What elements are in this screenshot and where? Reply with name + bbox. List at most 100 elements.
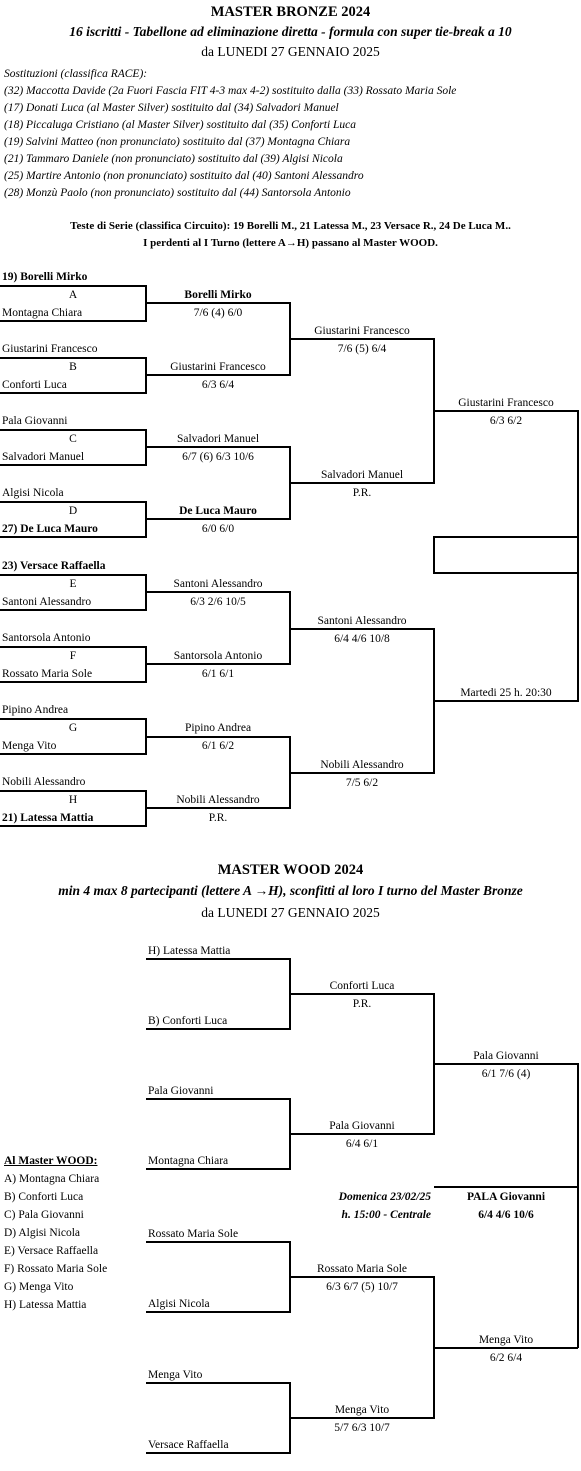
wood-qf-winner: Pala Giovanni bbox=[329, 1120, 395, 1132]
r2-winner: Pipino Andrea bbox=[184, 722, 252, 734]
r1-player: Rossato Maria Sole bbox=[2, 668, 93, 680]
qf-score: 7/6 (5) 6/4 bbox=[337, 343, 387, 355]
substitution-line: (19) Salvini Matteo (non pronunciato) so… bbox=[4, 136, 351, 148]
r1-match-letter: C bbox=[69, 433, 77, 445]
wood-title: MASTER WOOD 2024 bbox=[217, 862, 364, 878]
bronze-date: da LUNEDI 27 GENNAIO 2025 bbox=[201, 44, 380, 59]
r1-match-letter: G bbox=[68, 722, 78, 734]
r2-score: P.R. bbox=[208, 812, 228, 824]
r2-winner: Salvadori Manuel bbox=[176, 433, 260, 445]
wood-list-item: A) Montagna Chiara bbox=[4, 1173, 100, 1185]
wood-final-date: Domenica 23/02/25 bbox=[338, 1191, 431, 1203]
r1-player: Nobili Alessandro bbox=[2, 776, 86, 788]
wood-r1-player: B) Conforti Luca bbox=[148, 1015, 228, 1027]
bronze-subtitle: 16 iscritti - Tabellone ad eliminazione … bbox=[69, 24, 512, 39]
wood-list-item: F) Rossato Maria Sole bbox=[4, 1263, 108, 1275]
substitution-line: (18) Piccaluga Cristiano (al Master Silv… bbox=[4, 119, 357, 131]
r2-winner: Santorsola Antonio bbox=[173, 650, 263, 662]
qf-winner: Santoni Alessandro bbox=[317, 615, 407, 627]
wood-qf-score: 6/4 6/1 bbox=[345, 1138, 379, 1150]
r2-winner: Giustarini Francesco bbox=[170, 361, 266, 373]
wood-r1-player: Pala Giovanni bbox=[148, 1085, 214, 1097]
r1-player: 27) De Luca Mauro bbox=[2, 523, 98, 535]
r1-player: Santorsola Antonio bbox=[2, 632, 91, 644]
wood-qf-winner: Menga Vito bbox=[334, 1404, 390, 1416]
r1-match-letter: E bbox=[69, 578, 77, 590]
qf-winner: Nobili Alessandro bbox=[320, 759, 404, 771]
r1-player: Santoni Alessandro bbox=[2, 596, 92, 608]
substitutions-heading: Sostituzioni (classifica RACE): bbox=[4, 68, 148, 80]
wood-r1-player: Rossato Maria Sole bbox=[148, 1228, 239, 1240]
wood-list-item: D) Algisi Nicola bbox=[4, 1227, 81, 1239]
qf-score: 6/4 4/6 10/8 bbox=[334, 633, 390, 645]
r1-player: Pipino Andrea bbox=[2, 704, 69, 716]
sf-winner: Giustarini Francesco bbox=[458, 397, 554, 409]
wood-list-heading: Al Master WOOD: bbox=[4, 1155, 98, 1167]
r2-winner: Santoni Alessandro bbox=[173, 578, 263, 590]
r2-score: 7/6 (4) 6/0 bbox=[193, 307, 243, 319]
r1-match-letter: B bbox=[69, 361, 77, 373]
substitution-line: (21) Tammaro Daniele (non pronunciato) s… bbox=[4, 153, 343, 165]
wood-r1-player: H) Latessa Mattia bbox=[148, 945, 231, 957]
r1-player: 19) Borelli Mirko bbox=[2, 271, 88, 283]
wood-qf-winner: Rossato Maria Sole bbox=[316, 1263, 408, 1275]
r1-player: Algisi Nicola bbox=[2, 487, 64, 499]
sf-score: 6/3 6/2 bbox=[489, 415, 523, 427]
r1-player: Pala Giovanni bbox=[2, 415, 68, 427]
wood-sf-winner: Pala Giovanni bbox=[473, 1050, 539, 1062]
wood-list-item: E) Versace Raffaella bbox=[4, 1245, 99, 1257]
r1-match-letter: A bbox=[68, 289, 78, 301]
wood-sf-score: 6/1 7/6 (4) bbox=[481, 1068, 531, 1080]
r1-player: 21) Latessa Mattia bbox=[2, 812, 94, 824]
bronze-title: MASTER BRONZE 2024 bbox=[210, 4, 371, 20]
wood-champion: PALA Giovanni bbox=[466, 1191, 546, 1203]
qf-winner: Salvadori Manuel bbox=[320, 469, 404, 481]
r2-score: 6/3 6/4 bbox=[201, 379, 235, 391]
wood-r1-player: Versace Raffaella bbox=[148, 1439, 229, 1451]
wood-sf-score: 6/2 6/4 bbox=[489, 1352, 523, 1364]
r1-player: Giustarini Francesco bbox=[2, 343, 98, 355]
r2-score: 6/1 6/1 bbox=[201, 668, 235, 680]
r1-match-letter: H bbox=[68, 794, 78, 806]
wood-qf-score: P.R. bbox=[352, 998, 372, 1010]
wood-list-item: G) Menga Vito bbox=[4, 1281, 74, 1293]
r1-player: Salvadori Manuel bbox=[2, 451, 85, 463]
wood-qf-score: 6/3 6/7 (5) 10/7 bbox=[326, 1281, 398, 1293]
wood-qf-winner: Conforti Luca bbox=[329, 980, 395, 992]
sf-schedule: Martedi 25 h. 20:30 bbox=[460, 687, 552, 699]
r2-winner: De Luca Mauro bbox=[179, 505, 257, 517]
wood-r1-player: Menga Vito bbox=[148, 1369, 203, 1381]
substitution-line: (25) Martire Antonio (non pronunciato) s… bbox=[4, 170, 364, 182]
qf-score: 7/5 6/2 bbox=[345, 777, 379, 789]
r1-match-letter: D bbox=[68, 505, 78, 517]
wood-final-score: 6/4 4/6 10/6 bbox=[478, 1209, 534, 1221]
r1-player: Conforti Luca bbox=[2, 379, 67, 391]
r1-player: 23) Versace Raffaella bbox=[2, 560, 106, 572]
wood-list-item: C) Pala Giovanni bbox=[4, 1209, 84, 1221]
wood-final-time: h. 15:00 - Centrale bbox=[341, 1209, 431, 1221]
r2-score: 6/1 6/2 bbox=[201, 740, 235, 752]
qf-score: P.R. bbox=[352, 487, 372, 499]
wood-r1-player: Montagna Chiara bbox=[148, 1155, 229, 1167]
wood-r1-player: Algisi Nicola bbox=[148, 1298, 210, 1310]
r1-player: Menga Vito bbox=[2, 740, 57, 752]
r2-winner: Borelli Mirko bbox=[184, 289, 252, 301]
r2-winner: Nobili Alessandro bbox=[176, 794, 260, 806]
wood-subtitle: min 4 max 8 partecipanti (lettere A →H),… bbox=[58, 883, 523, 898]
r1-player: Montagna Chiara bbox=[2, 307, 83, 319]
wood-sf-winner: Menga Vito bbox=[478, 1334, 534, 1346]
seeds-line: Teste di Serie (classifica Circuito): 19… bbox=[70, 220, 511, 232]
wood-date: da LUNEDI 27 GENNAIO 2025 bbox=[201, 905, 380, 920]
wood-list-item: H) Latessa Mattia bbox=[4, 1299, 87, 1311]
substitution-line: (28) Monzù Paolo (non pronunciato) sosti… bbox=[4, 187, 351, 199]
r2-score: 6/7 (6) 6/3 10/6 bbox=[182, 451, 254, 463]
r2-score: 6/3 2/6 10/5 bbox=[190, 596, 246, 608]
substitution-line: (17) Donati Luca (al Master Silver) sost… bbox=[4, 102, 339, 114]
wood-list-item: B) Conforti Luca bbox=[4, 1191, 84, 1203]
r2-score: 6/0 6/0 bbox=[201, 523, 235, 535]
substitution-line: (32) Maccotta Davide (2a Fuori Fascia FI… bbox=[4, 85, 457, 97]
r1-match-letter: F bbox=[69, 650, 77, 662]
losers-line: I perdenti al I Turno (lettere A→H) pass… bbox=[143, 237, 438, 249]
qf-winner: Giustarini Francesco bbox=[314, 325, 410, 337]
